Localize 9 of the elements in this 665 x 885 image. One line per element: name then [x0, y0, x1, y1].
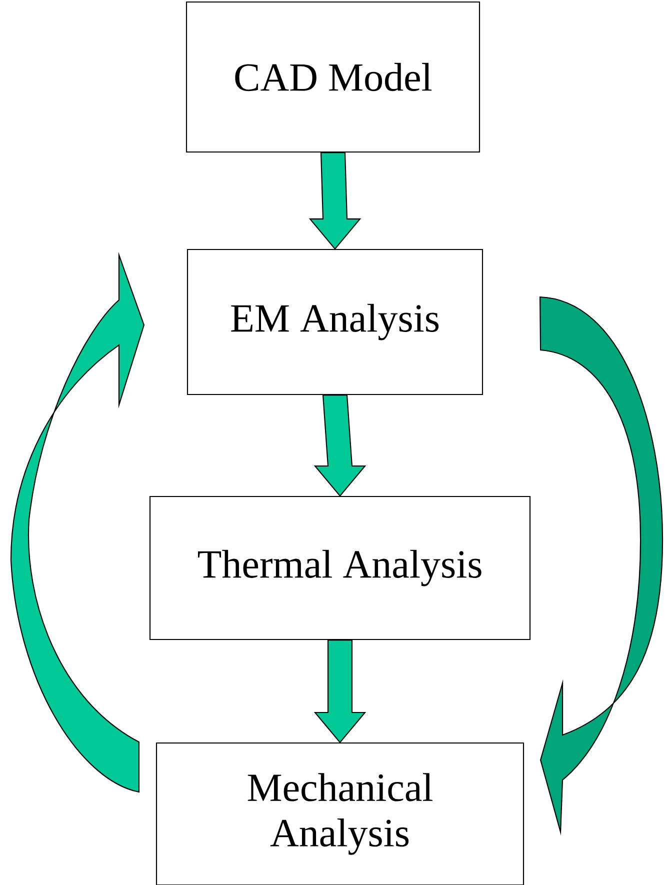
block-arrow [308, 152, 362, 250]
curved-arrow [10, 254, 144, 793]
curved-arrow [540, 296, 664, 833]
process-box: EM Analysis [186, 248, 484, 396]
process-box: CAD Model [186, 1, 480, 153]
process-box: Thermal Analysis [149, 496, 531, 640]
block-arrow [314, 394, 366, 497]
process-box: Mechanical Analysis [156, 742, 524, 885]
block-arrow [314, 640, 366, 744]
